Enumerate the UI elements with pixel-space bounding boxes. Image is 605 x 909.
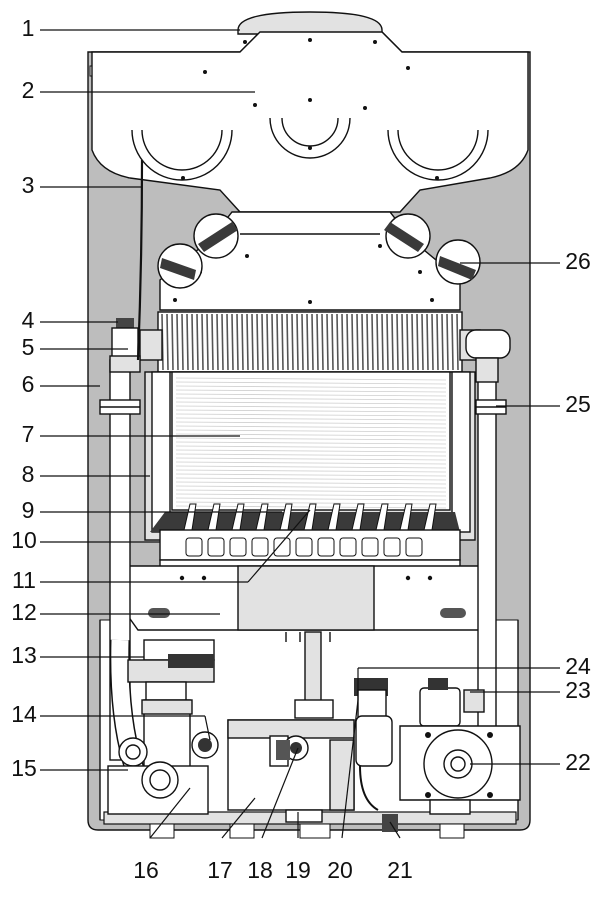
label-12: 12 bbox=[11, 599, 37, 625]
label-8: 8 bbox=[22, 461, 35, 487]
callout-labels: 1 2 3 4 5 6 7 8 9 10 11 12 13 14 15 16 1… bbox=[11, 15, 591, 883]
label-20: 20 bbox=[327, 857, 353, 883]
label-7: 7 bbox=[22, 421, 35, 447]
label-10: 10 bbox=[11, 527, 37, 553]
label-13: 13 bbox=[11, 642, 37, 668]
label-18: 18 bbox=[247, 857, 273, 883]
label-22: 22 bbox=[565, 749, 591, 775]
label-15: 15 bbox=[11, 755, 37, 781]
centre-opening bbox=[269, 117, 351, 159]
exchanger-fins bbox=[161, 313, 459, 371]
label-14: 14 bbox=[11, 701, 37, 727]
burner bbox=[150, 503, 461, 569]
label-9: 9 bbox=[22, 497, 35, 523]
label-2: 2 bbox=[22, 77, 35, 103]
flue-outlet bbox=[237, 11, 383, 35]
lower-left-assembly bbox=[107, 639, 219, 815]
label-4: 4 bbox=[22, 307, 35, 333]
control-panel bbox=[127, 565, 489, 642]
label-21: 21 bbox=[387, 857, 413, 883]
label-25: 25 bbox=[565, 391, 591, 417]
ignition-electrode bbox=[116, 318, 134, 330]
automatic-air-vent bbox=[419, 687, 461, 727]
label-24: 24 bbox=[565, 653, 591, 679]
fan-hood bbox=[91, 31, 529, 213]
label-6: 6 bbox=[22, 371, 35, 397]
right-fan-opening bbox=[387, 129, 489, 181]
label-16: 16 bbox=[133, 857, 159, 883]
label-3: 3 bbox=[22, 172, 35, 198]
label-26: 26 bbox=[565, 248, 591, 274]
label-5: 5 bbox=[22, 334, 35, 360]
burner-nozzles bbox=[185, 537, 423, 557]
right-piping bbox=[465, 329, 511, 771]
leader-lines bbox=[40, 29, 560, 839]
label-17: 17 bbox=[207, 857, 233, 883]
circulating-pump bbox=[382, 678, 521, 832]
label-23: 23 bbox=[565, 677, 591, 703]
water-pressure-switch bbox=[354, 678, 393, 811]
label-19: 19 bbox=[285, 857, 311, 883]
label-11: 11 bbox=[12, 567, 36, 593]
chamber-hood bbox=[157, 211, 481, 311]
left-fan-opening bbox=[131, 129, 233, 181]
label-1: 1 bbox=[22, 15, 35, 41]
chamber-insulation-hatch bbox=[175, 377, 447, 509]
heat-exchanger bbox=[139, 311, 481, 373]
